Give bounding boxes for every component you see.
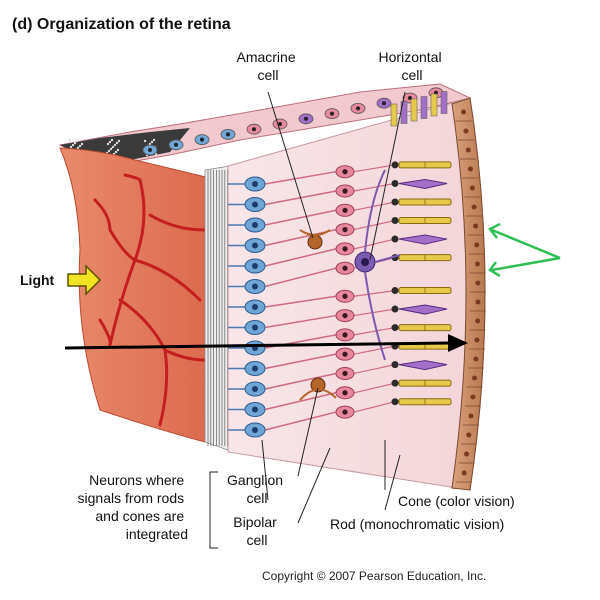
pigment-cell: [475, 261, 481, 267]
page-title: (d) Organization of the retina: [12, 16, 231, 33]
pigment-cell: [467, 166, 473, 172]
amacrine-label-line1: Amacrine: [236, 49, 295, 65]
pigment-cell: [475, 299, 481, 305]
amacrine-label: Amacrine cell: [236, 49, 299, 83]
bipolar-label: Bipolar cell: [233, 514, 280, 548]
neurons-line2: signals from rods: [78, 490, 185, 506]
amacrine-cell: [310, 377, 326, 393]
cone-cell: [398, 234, 448, 245]
pigment-cell: [464, 451, 470, 457]
rod-cell: [390, 103, 398, 127]
pigment-cell: [470, 394, 476, 400]
cone-cell: [398, 178, 448, 189]
pigment-cell: [473, 223, 479, 229]
pigment-cell: [475, 280, 481, 286]
cone-cell: [398, 360, 448, 371]
amacrine-cell: [307, 234, 323, 250]
pigment-cell: [463, 128, 469, 134]
pigment-cell: [466, 432, 472, 438]
choroid-layer: [59, 147, 211, 443]
light-label: Light: [20, 272, 55, 288]
pigment-cell: [469, 185, 475, 191]
neurons-line3: and cones are: [95, 508, 184, 524]
pigment-cell: [471, 204, 477, 210]
cone-cell: [398, 304, 448, 315]
pigment-cell: [468, 413, 474, 419]
copyright: Copyright © 2007 Pearson Education, Inc.: [262, 569, 486, 583]
ganglion-label: Ganglion cell: [227, 472, 287, 506]
blood-vessels: [93, 173, 207, 427]
neurons-label: Neurons where signals from rods and cone…: [78, 472, 188, 542]
amacrine-label-line2: cell: [257, 67, 278, 83]
green-arrows: [488, 222, 561, 278]
bipolar-line2: cell: [246, 532, 267, 548]
cone-label: Cone (color vision): [398, 493, 515, 509]
light-path-arrow: [64, 334, 468, 352]
pigment-cell: [461, 470, 467, 476]
rod-cell: [410, 98, 418, 122]
pigment-cell: [474, 242, 480, 248]
neurons-line1: Neurons where: [89, 472, 184, 488]
leader-lines: [209, 91, 406, 549]
pigment-cell: [472, 375, 478, 381]
horizontal-cells: [354, 169, 401, 361]
pigment-cell: [465, 147, 471, 153]
bipolar-line1: Bipolar: [233, 514, 277, 530]
ganglion-line2: cell: [246, 490, 267, 506]
horizontal-label: Horizontal cell: [379, 49, 446, 83]
pigment-cell: [461, 109, 467, 115]
pigment-cell: [474, 337, 480, 343]
pigment-cell: [475, 318, 481, 324]
cone-cell: [440, 91, 448, 114]
pigment-epithelium: [451, 97, 486, 491]
neurons-line4: integrated: [126, 526, 188, 542]
pigment-cell: [473, 356, 479, 362]
cone-cell: [420, 96, 428, 119]
light-arrow: [67, 264, 102, 296]
horizontal-label-line1: Horizontal: [379, 49, 442, 65]
horizontal-label-line2: cell: [401, 67, 422, 83]
rod-cell: [430, 93, 438, 117]
ganglion-line1: Ganglion: [227, 472, 283, 488]
nerve-fiber-layer: [204, 165, 231, 451]
rod-label: Rod (monochromatic vision): [330, 516, 504, 532]
